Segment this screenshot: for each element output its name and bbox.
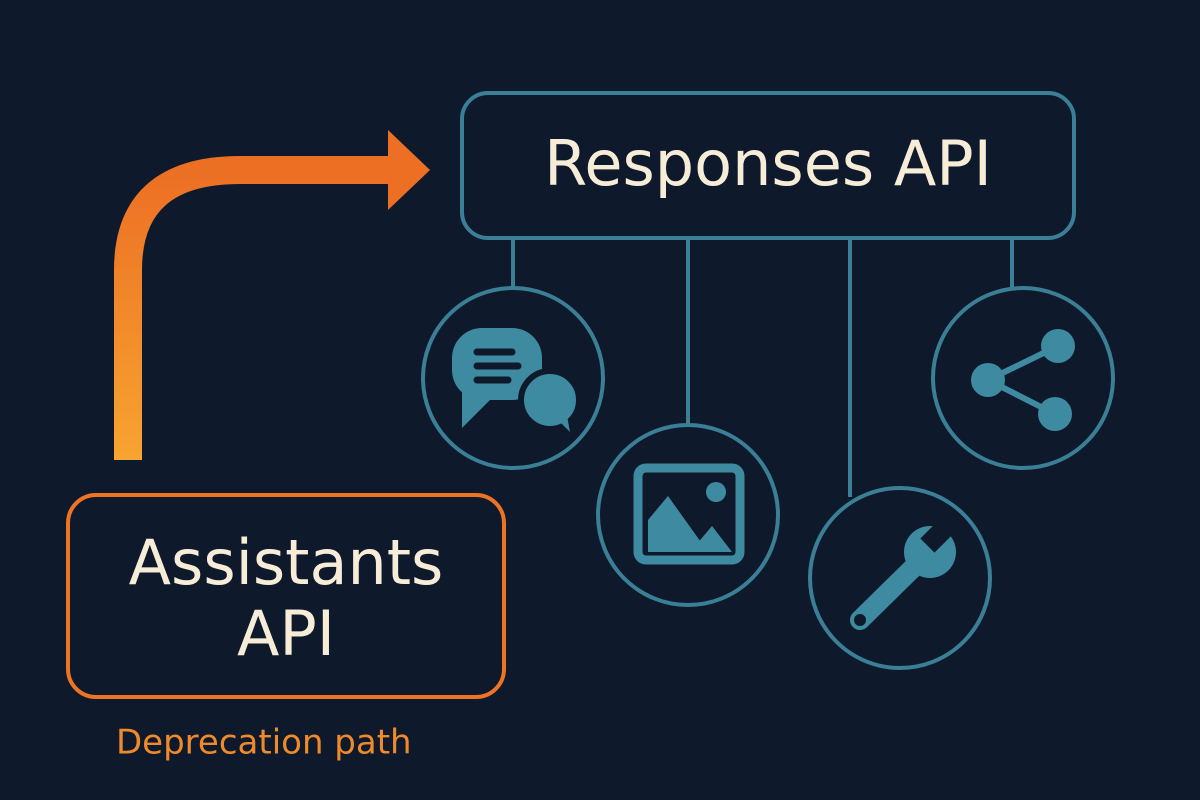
assistants-api-label-line1: Assistants — [129, 526, 444, 599]
feature-share — [931, 286, 1115, 470]
responses-api-box: Responses API — [460, 91, 1076, 240]
assistants-api-box: Assistants API — [66, 493, 506, 699]
share-nodes-icon — [971, 329, 1075, 431]
connector-lines — [511, 238, 1014, 497]
migration-arrow — [114, 130, 430, 460]
feature-tool — [808, 486, 992, 670]
feature-chat — [421, 286, 605, 470]
wrench-icon — [850, 517, 956, 630]
responses-api-label: Responses API — [544, 127, 992, 200]
chat-lines — [473, 348, 522, 384]
assistants-api-label-line2: API — [237, 597, 335, 670]
image-icon — [633, 463, 745, 565]
feature-image — [596, 423, 780, 607]
arrow-head — [388, 130, 430, 210]
deprecation-caption: Deprecation path — [116, 723, 412, 763]
